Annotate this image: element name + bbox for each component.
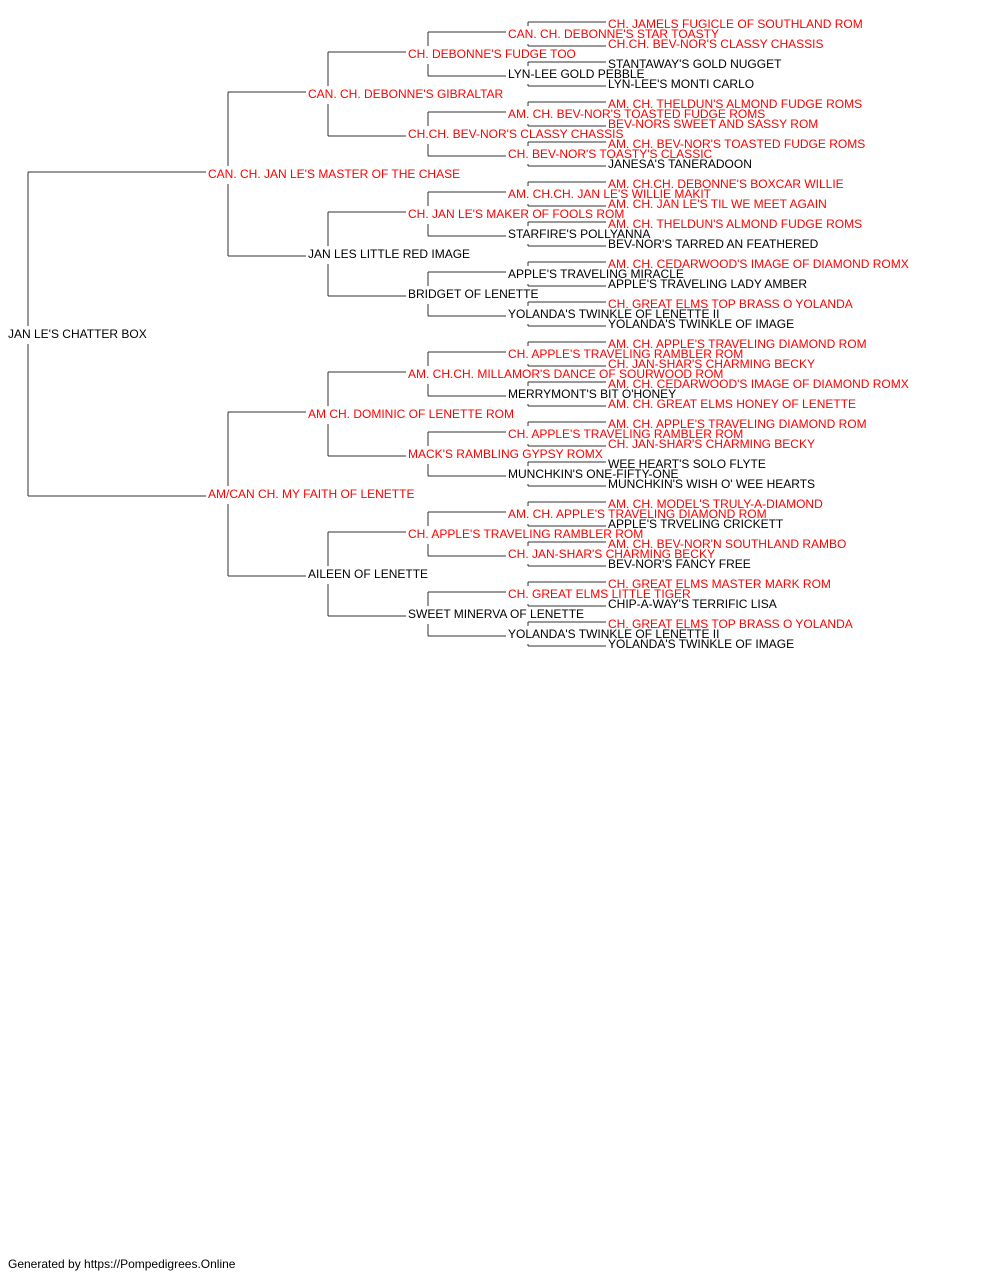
ancestor-name-gen5: CH. GREAT ELMS MASTER MARK ROM [608, 577, 831, 591]
ancestor-name-gen5: AM. CH. THELDUN'S ALMOND FUDGE ROMS [608, 97, 862, 111]
ancestor-name-gen4: APPLE'S TRAVELING MIRACLE [508, 267, 684, 281]
ancestor-name-gen5: AM. CH. APPLE'S TRAVELING DIAMOND ROM [608, 417, 867, 431]
ancestor-name-gen3: SWEET MINERVA OF LENETTE [408, 607, 584, 621]
ancestor-name-gen5: CH. GREAT ELMS TOP BRASS O YOLANDA [608, 617, 853, 631]
ancestor-name-gen5: BEV-NORS SWEET AND SASSY ROM [608, 117, 818, 131]
ancestor-name-gen3: MACK'S RAMBLING GYPSY ROMX [408, 447, 603, 461]
ancestor-name-gen4: MERRYMONT'S BIT O'HONEY [508, 387, 676, 401]
ancestor-name-gen4: CH. APPLE'S TRAVELING RAMBLER ROM [508, 347, 743, 361]
ancestor-name-gen3: CH. APPLE'S TRAVELING RAMBLER ROM [408, 527, 643, 541]
ancestor-name-gen5: CH. GREAT ELMS TOP BRASS O YOLANDA [608, 297, 853, 311]
ancestor-name-gen5: AM. CH. THELDUN'S ALMOND FUDGE ROMS [608, 217, 862, 231]
ancestor-name-gen5: YOLANDA'S TWINKLE OF IMAGE [608, 637, 794, 651]
ancestor-name-gen4: CAN. CH. DEBONNE'S STAR TOASTY [508, 27, 719, 41]
ancestor-name-gen5: STANTAWAY'S GOLD NUGGET [608, 57, 782, 71]
ancestor-name-gen4: STARFIRE'S POLLYANNA [508, 227, 650, 241]
ancestor-name-gen5: MUNCHKIN'S WISH O' WEE HEARTS [608, 477, 815, 491]
ancestor-name-gen4: AM. CH.CH. JAN LE'S WILLIE MAKIT [508, 187, 712, 201]
ancestor-name-gen5: CH. JAMELS FUGICLE OF SOUTHLAND ROM [608, 17, 863, 31]
ancestor-name-gen5: AM. CH. BEV-NOR'S TOASTED FUDGE ROMS [608, 137, 865, 151]
ancestor-name-gen5: AM. CH.CH. DEBONNE'S BOXCAR WILLIE [608, 177, 844, 191]
ancestor-name-gen4: MUNCHKIN'S ONE-FIFTY-ONE [508, 467, 679, 481]
ancestor-name-gen3: CH. DEBONNE'S FUDGE TOO [408, 47, 576, 61]
ancestor-name-gen3: BRIDGET OF LENETTE [408, 287, 538, 301]
ancestor-name-gen3: CH.CH. BEV-NOR'S CLASSY CHASSIS [408, 127, 623, 141]
ancestor-name-gen5: APPLE'S TRVELING CRICKETT [608, 517, 784, 531]
ancestor-name-gen5: AM. CH. MODEL'S TRULY-A-DIAMOND [608, 497, 823, 511]
ancestor-name-gen4: CH. BEV-NOR'S TOASTY'S CLASSIC [508, 147, 713, 161]
ancestor-name-gen4: LYN-LEE GOLD PEBBLE [508, 67, 645, 81]
ancestor-name-gen2: CAN. CH. DEBONNE'S GIBRALTAR [308, 87, 504, 101]
ancestor-name-gen4: YOLANDA'S TWINKLE OF LENETTE II [508, 627, 719, 641]
ancestor-name-gen5: CH. JAN-SHAR'S CHARMING BECKY [608, 357, 815, 371]
ancestor-name-gen0: JAN LE'S CHATTER BOX [8, 327, 147, 341]
ancestor-name-gen2: AM CH. DOMINIC OF LENETTE ROM [308, 407, 514, 421]
ancestor-name-gen5: AM. CH. CEDARWOOD'S IMAGE OF DIAMOND ROM… [608, 257, 909, 271]
ancestor-name-gen1: AM/CAN CH. MY FAITH OF LENETTE [208, 487, 414, 501]
ancestor-name-gen5: YOLANDA'S TWINKLE OF IMAGE [608, 317, 794, 331]
ancestor-name-gen5: AM. CH. JAN LE'S TIL WE MEET AGAIN [608, 197, 827, 211]
ancestor-name-gen5: CHIP-A-WAY'S TERRIFIC LISA [608, 597, 777, 611]
ancestor-name-gen2: JAN LES LITTLE RED IMAGE [308, 247, 470, 261]
ancestor-name-gen1: CAN. CH. JAN LE'S MASTER OF THE CHASE [208, 167, 460, 181]
ancestor-name-gen5: CH.CH. BEV-NOR'S CLASSY CHASSIS [608, 37, 823, 51]
ancestor-name-gen4: CH. GREAT ELMS LITTLE TIGER [508, 587, 691, 601]
ancestor-name-gen5: AM. CH. CEDARWOOD'S IMAGE OF DIAMOND ROM… [608, 377, 909, 391]
ancestor-name-gen4: CH. JAN-SHAR'S CHARMING BECKY [508, 547, 715, 561]
ancestor-name-gen5: JANESA'S TANERADOON [608, 157, 752, 171]
ancestor-name-gen5: APPLE'S TRAVELING LADY AMBER [608, 277, 807, 291]
ancestor-name-gen5: LYN-LEE'S MONTI CARLO [608, 77, 754, 91]
ancestor-name-gen4: YOLANDA'S TWINKLE OF LENETTE II [508, 307, 719, 321]
ancestor-name-gen5: WEE HEART'S SOLO FLYTE [608, 457, 766, 471]
ancestor-name-gen4: CH. APPLE'S TRAVELING RAMBLER ROM [508, 427, 743, 441]
ancestor-name-gen5: AM. CH. APPLE'S TRAVELING DIAMOND ROM [608, 337, 867, 351]
ancestor-name-gen4: AM. CH. BEV-NOR'S TOASTED FUDGE ROMS [508, 107, 765, 121]
ancestor-name-gen5: AM. CH. GREAT ELMS HONEY OF LENETTE [608, 397, 856, 411]
ancestor-name-gen5: AM. CH. BEV-NOR'N SOUTHLAND RAMBO [608, 537, 846, 551]
ancestor-name-gen5: BEV-NOR'S FANCY FREE [608, 557, 751, 571]
ancestor-name-gen5: BEV-NOR'S TARRED AN FEATHERED [608, 237, 819, 251]
ancestor-name-gen2: AILEEN OF LENETTE [308, 567, 428, 581]
ancestor-name-gen3: CH. JAN LE'S MAKER OF FOOLS ROM [408, 207, 624, 221]
footer-credit: Generated by https://Pompedigrees.Online [8, 1257, 236, 1271]
ancestor-name-gen5: CH. JAN-SHAR'S CHARMING BECKY [608, 437, 815, 451]
ancestor-name-gen3: AM. CH.CH. MILLAMOR'S DANCE OF SOURWOOD … [408, 367, 723, 381]
ancestor-name-gen4: AM. CH. APPLE'S TRAVELING DIAMOND ROM [508, 507, 767, 521]
